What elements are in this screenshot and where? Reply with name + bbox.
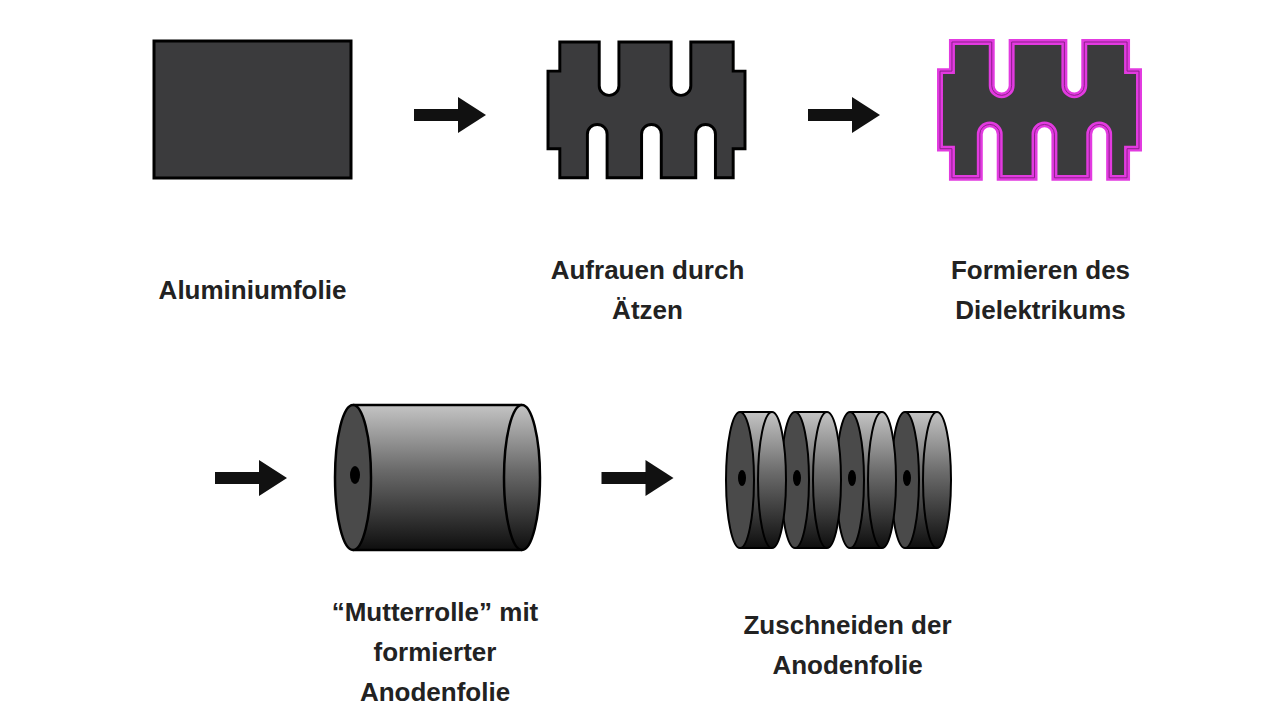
formed-foil xyxy=(940,42,1139,178)
roll-edge xyxy=(353,404,522,407)
roll-core xyxy=(350,466,360,484)
continuation-arrow xyxy=(215,460,287,496)
process-arrow xyxy=(602,460,674,496)
process-arrow xyxy=(414,97,486,133)
step-illustration xyxy=(715,395,980,605)
disc-core xyxy=(793,470,801,486)
roll-body xyxy=(353,405,522,550)
roll-edge xyxy=(353,549,522,552)
disc-edge xyxy=(740,547,772,549)
arrow-head xyxy=(646,460,674,496)
step-caption: Formieren des Dielektrikums xyxy=(921,250,1161,330)
arrow-head xyxy=(852,97,880,133)
disc-core xyxy=(738,470,746,486)
arrow-head xyxy=(458,97,486,133)
disc-edge xyxy=(795,411,827,413)
step-illustration xyxy=(525,30,770,250)
disc-edge xyxy=(740,411,772,413)
foil-step: Aluminiumfolie xyxy=(130,30,375,312)
roll-face xyxy=(335,405,371,550)
roll-end xyxy=(504,405,540,550)
etch-step: Aufrauen durch Ätzen xyxy=(525,30,770,332)
step-caption: Aufrauen durch Ätzen xyxy=(528,250,768,330)
formation-step: Formieren des Dielektrikums xyxy=(918,30,1163,332)
arrow-shaft xyxy=(414,109,459,121)
process-arrow xyxy=(808,97,880,133)
disc-end xyxy=(813,412,841,548)
disc-edge xyxy=(795,547,827,549)
arrow-shaft xyxy=(808,109,853,121)
cutting-step: Zuschneiden der Anodenfolie xyxy=(715,395,980,687)
arrow-shaft xyxy=(602,472,647,484)
disc-core xyxy=(848,470,856,486)
mother-roll-step: “Mutterrolle” mit formierter Anodenfolie xyxy=(310,395,560,717)
step-caption: Zuschneiden der Anodenfolie xyxy=(728,605,968,685)
disc-edge xyxy=(850,411,882,413)
disc-end xyxy=(868,412,896,548)
step-illustration xyxy=(918,30,1163,250)
disc-edge xyxy=(905,411,937,413)
step-caption: “Mutterrolle” mit formierter Anodenfolie xyxy=(330,592,540,712)
disc-end xyxy=(923,412,951,548)
disc-face xyxy=(726,412,754,548)
disc-edge xyxy=(850,547,882,549)
step-illustration xyxy=(310,395,560,592)
disc-end xyxy=(758,412,786,548)
disc-edge xyxy=(905,547,937,549)
step-caption: Aluminiumfolie xyxy=(133,270,373,310)
formed-foil-edge xyxy=(940,42,1139,178)
aluminium-foil xyxy=(154,41,351,178)
step-illustration xyxy=(130,30,375,270)
etched-foil xyxy=(548,42,745,178)
disc-core xyxy=(903,470,911,486)
